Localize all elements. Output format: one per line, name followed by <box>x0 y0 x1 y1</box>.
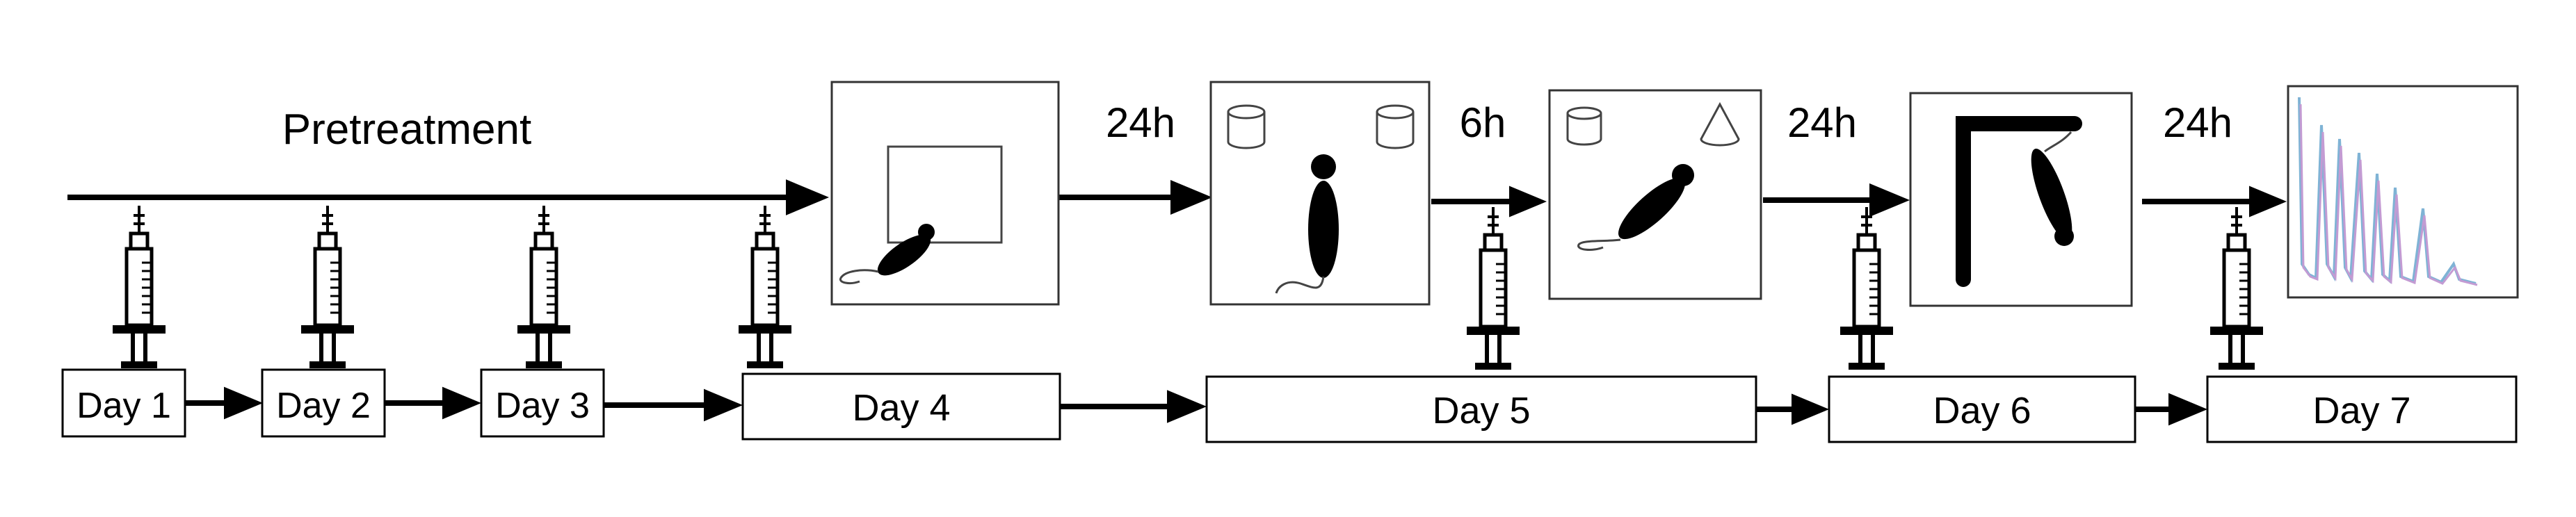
day-label-7: Day 7 <box>2312 390 2410 432</box>
day-label-5: Day 5 <box>1432 390 1530 432</box>
day-arrowhead-3 <box>704 388 743 422</box>
timeline-arrowhead-3 <box>1509 186 1547 218</box>
syringe-icon-day1 <box>113 206 166 368</box>
day-box-6 <box>1828 375 2136 443</box>
syringe-icon-day5 <box>1467 207 1520 370</box>
day-box-1 <box>61 368 186 438</box>
pretreatment-title: Pretreatment <box>282 106 531 154</box>
timeline-arrowhead-5 <box>2249 186 2287 218</box>
cylinder-icon-left <box>1227 104 1266 149</box>
chromatogram-panel <box>2287 85 2519 299</box>
object-recognition-familiar-panel <box>1209 81 1431 306</box>
arena-inner-square <box>887 145 1003 244</box>
day-box-7 <box>2206 375 2518 443</box>
day-arrowhead-5 <box>1792 393 1829 425</box>
day-label-4: Day 4 <box>852 387 950 429</box>
object-recognition-novel-panel <box>1548 89 1762 300</box>
day-box-5 <box>1205 375 1757 443</box>
syringe-icon-day2 <box>301 206 354 368</box>
syringe-icon-day3 <box>517 206 570 368</box>
mouse-icon <box>1577 164 1694 251</box>
day-label-1: Day 1 <box>77 386 171 426</box>
open-field-panel <box>830 81 1060 306</box>
chromatogram-trace-purple <box>2299 104 2478 286</box>
syringe-icon-day6 <box>1840 207 1893 370</box>
interval-label-4: 24h <box>2163 99 2232 146</box>
day-box-4 <box>741 372 1061 441</box>
interval-label-1: 24h <box>1106 99 1175 146</box>
timeline-arrowhead-1 <box>786 179 829 215</box>
day-box-3 <box>480 368 605 438</box>
syringe-icon-day7 <box>2210 207 2263 370</box>
suspension-bar <box>1956 116 2082 287</box>
day-arrowhead-2 <box>442 386 481 420</box>
day-arrowhead-6 <box>2168 393 2207 426</box>
cone-icon <box>1700 101 1740 147</box>
mouse-icon <box>2031 131 2074 246</box>
interval-label-3: 24h <box>1787 99 1857 146</box>
timeline-arrowhead-4 <box>1869 183 1910 218</box>
day-label-6: Day 6 <box>1933 390 2031 432</box>
cylinder-icon-right <box>1376 104 1415 149</box>
interval-label-2: 6h <box>1460 99 1506 146</box>
day-arrowhead-1 <box>224 386 263 420</box>
cylinder-icon <box>1566 106 1602 146</box>
syringe-icon-day4 <box>739 206 791 368</box>
timeline-arrowhead-2 <box>1170 180 1212 215</box>
day-label-3: Day 3 <box>495 386 590 426</box>
mouse-icon <box>839 224 935 284</box>
mouse-icon <box>1275 154 1339 294</box>
day-label-2: Day 2 <box>276 386 371 426</box>
tail-suspension-panel <box>1909 92 2133 307</box>
day-arrowhead-4 <box>1167 390 1207 423</box>
